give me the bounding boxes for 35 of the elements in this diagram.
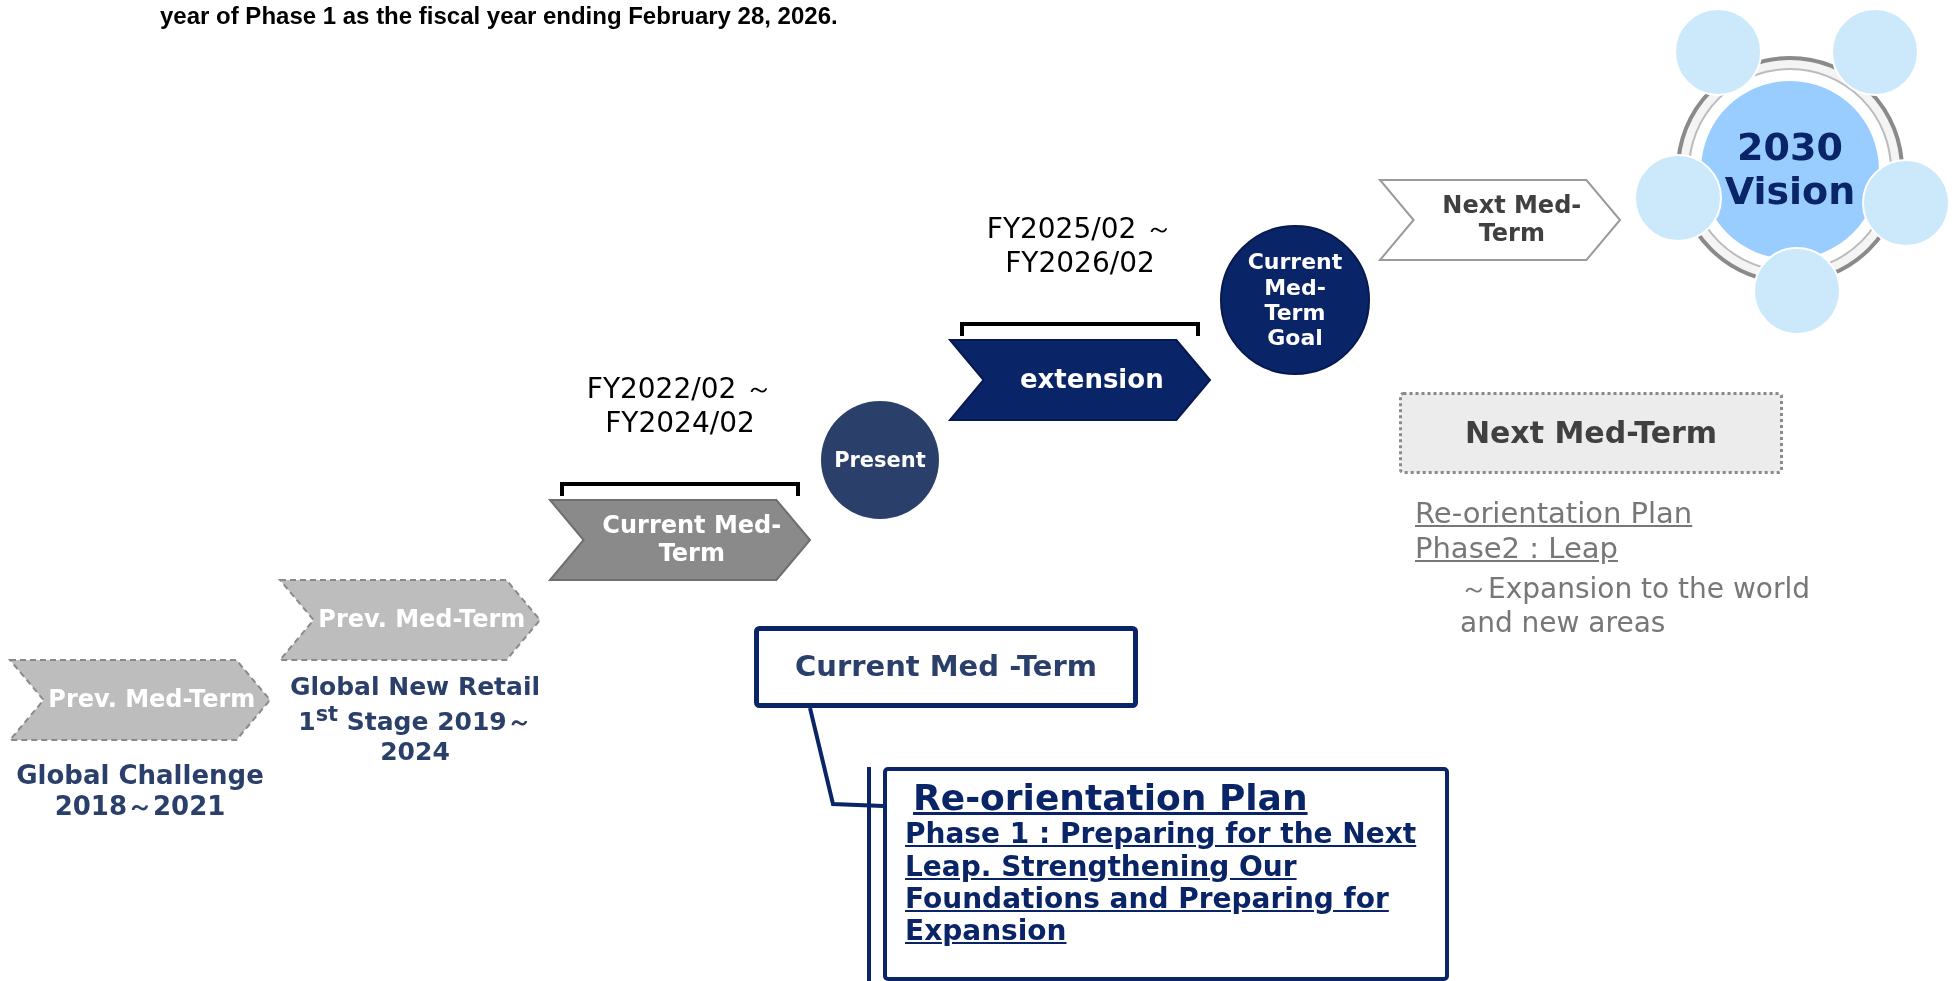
period-caption: Global New Retail 1$^{st}$ Stage 2019～2024 (288, 672, 542, 768)
chevron-stage (280, 580, 540, 660)
period-caption: Global Challenge 2018～2021 (15, 760, 265, 823)
chevron-stage (550, 500, 810, 580)
satellite-circle (1634, 154, 1722, 242)
plan-caption: Re-orientation Plan Phase2 : Leap (1415, 496, 1694, 566)
node-label: Present (834, 447, 926, 473)
chevron-stage (10, 660, 270, 740)
plan-description: Phase 1 : Preparing for the Next Leap. Strengthening Our Foundations and Preparing for Expansion (905, 818, 1418, 948)
node-label: Prev. Med-Term (318, 606, 527, 634)
node-label: Current Med -Term (794, 650, 1098, 684)
chevron-stage (1380, 180, 1620, 260)
node-label: Next Med-Term (1441, 192, 1583, 248)
node-label: Next Med-Term (1464, 415, 1718, 451)
goal-circle (1220, 225, 1370, 375)
plan-title: Re-orientation Plan (912, 777, 1308, 819)
node-label: Current Med-Term (601, 512, 783, 568)
satellite-circle (1753, 247, 1841, 335)
leader-line (808, 707, 884, 808)
node-label: Prev. Med-Term (48, 686, 257, 714)
callout-box (754, 626, 1138, 708)
milestone-circle (820, 400, 940, 520)
satellite-circle (1674, 8, 1762, 96)
node-label: Current Med-Term Goal (1246, 249, 1344, 351)
heading-text: year of Phase 1 as the fiscal year ending February 28, 2026. (160, 2, 838, 30)
date-range: FY2025/02 ～ FY2026/02 (985, 212, 1175, 280)
callout-box (1399, 392, 1783, 474)
plan-caption: ～Expansion to the world and new areas (1460, 572, 1812, 640)
chevron-stage (950, 340, 1210, 420)
plan-box (883, 767, 1449, 981)
satellite-circle (1831, 8, 1919, 96)
node-label: 2030 Vision (1723, 126, 1857, 214)
node-label: extension (1019, 365, 1165, 395)
satellite-circle (1862, 159, 1950, 247)
date-range: FY2022/02 ～ FY2024/02 (585, 372, 775, 440)
